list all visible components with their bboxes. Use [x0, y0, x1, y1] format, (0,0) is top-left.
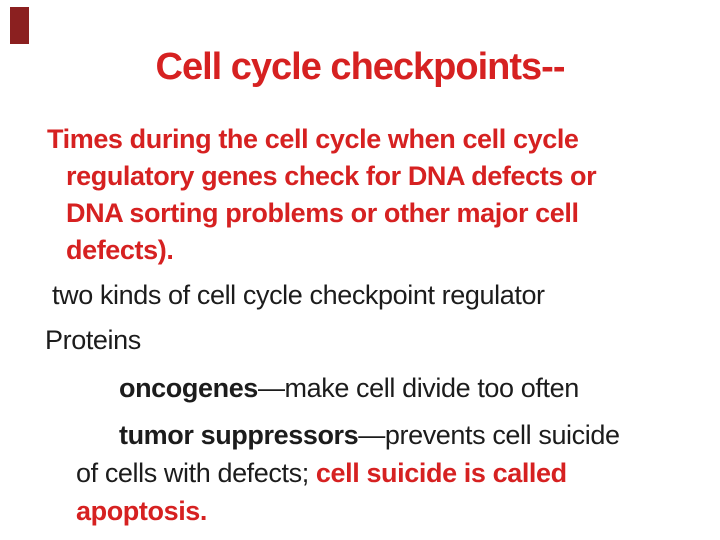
text-segment: regulatory genes check for DNA defects o… [66, 161, 597, 191]
text-line: defects). [66, 232, 174, 269]
text-segment: oncogenes [119, 373, 258, 403]
text-segment: —prevents cell suicide [358, 420, 620, 450]
text-line: Times during the cell cycle when cell cy… [47, 121, 579, 158]
text-line: of cells with defects; cell suicide is c… [76, 455, 567, 492]
text-line: Proteins [45, 322, 141, 359]
text-segment: defects). [66, 235, 174, 265]
text-line: two kinds of cell cycle checkpoint regul… [52, 277, 545, 314]
text-line: oncogenes—make cell divide too often [119, 370, 579, 407]
text-line: DNA sorting problems or other major cell [66, 195, 579, 232]
text-segment: of cells with defects; [76, 458, 316, 488]
text-segment: tumor suppressors [119, 420, 359, 450]
text-segment: Times during the cell cycle when cell cy… [47, 124, 579, 154]
text-segment: Proteins [45, 325, 141, 355]
corner-mark [10, 7, 29, 44]
text-segment: apoptosis. [76, 496, 208, 526]
slide-title: Cell cycle checkpoints-- [155, 46, 566, 88]
text-line: regulatory genes check for DNA defects o… [66, 158, 597, 195]
text-segment: two kinds of cell cycle checkpoint regul… [52, 280, 545, 310]
text-segment: DNA sorting problems or other major cell [66, 198, 579, 228]
text-segment: —make cell divide too often [257, 373, 579, 403]
text-line: tumor suppressors—prevents cell suicide [119, 417, 620, 454]
text-segment: cell suicide is called [315, 458, 567, 488]
text-line: apoptosis. [76, 493, 207, 530]
